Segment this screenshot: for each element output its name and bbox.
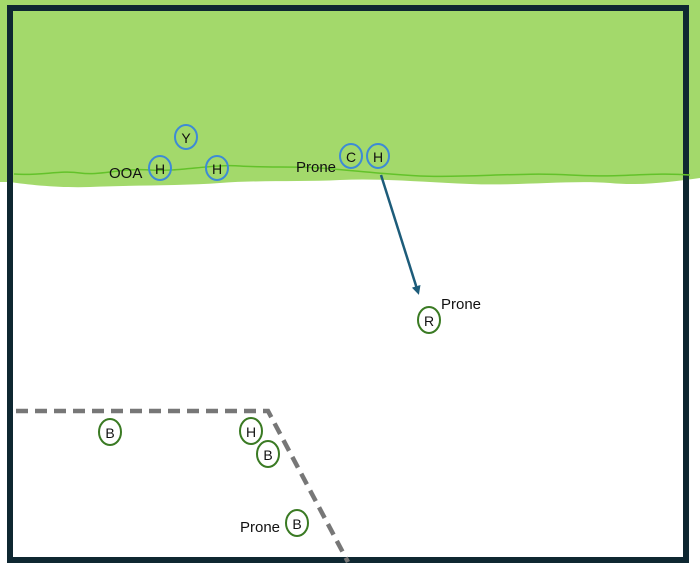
- marker-blue-y: Y: [174, 124, 198, 150]
- dashed-boundary-line: [16, 408, 350, 564]
- marker-green-b: B: [256, 440, 280, 468]
- field-edge-line: [13, 164, 691, 178]
- svg-text:B: B: [292, 516, 301, 532]
- marker-green-h: H: [239, 417, 263, 445]
- svg-text:Y: Y: [181, 130, 191, 146]
- ooa-label: OOA: [109, 165, 142, 182]
- marker-green-b: B: [285, 509, 309, 537]
- svg-text:H: H: [212, 161, 222, 177]
- svg-text:R: R: [424, 313, 434, 329]
- prone-label-top: Prone: [296, 159, 336, 176]
- movement-arrow: [379, 174, 421, 295]
- prone-label-right: Prone: [441, 296, 481, 313]
- prone-label-bottom: Prone: [240, 519, 280, 536]
- svg-text:B: B: [263, 447, 272, 463]
- svg-text:C: C: [346, 149, 356, 165]
- marker-blue-h: H: [205, 155, 229, 181]
- svg-text:H: H: [373, 149, 383, 165]
- svg-text:B: B: [105, 425, 114, 441]
- marker-green-b: B: [98, 418, 122, 446]
- marker-blue-h: H: [366, 143, 390, 169]
- marker-blue-c: C: [339, 143, 363, 169]
- marker-blue-h: H: [148, 155, 172, 181]
- svg-text:H: H: [246, 424, 256, 440]
- svg-text:H: H: [155, 161, 165, 177]
- marker-green-r: R: [417, 306, 441, 334]
